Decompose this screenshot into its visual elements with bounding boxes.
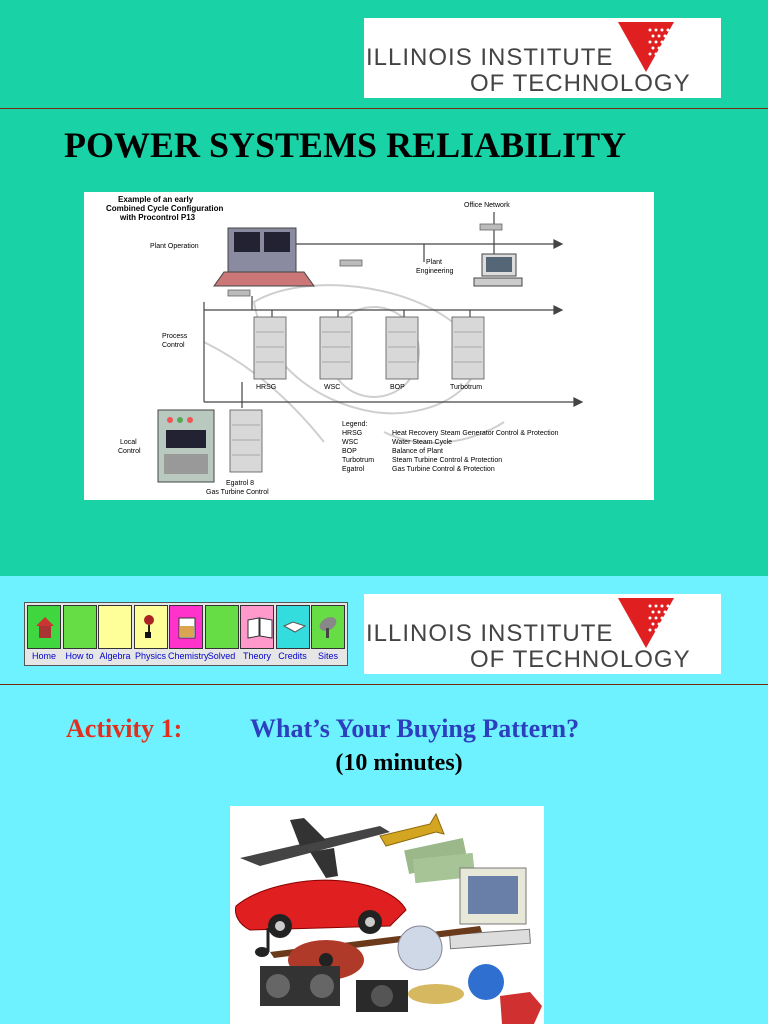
nav-button-theory[interactable] <box>240 605 274 649</box>
legend-desc-4: Steam Turbine Control & Protection <box>392 457 502 464</box>
rack-label-wsc: WSC <box>324 384 340 391</box>
nav-button-credits[interactable] <box>275 605 310 649</box>
activity-label: Activity 1: <box>66 714 183 743</box>
nav-label-physics[interactable]: Physics <box>134 651 166 661</box>
logo-mark-icon <box>618 22 674 72</box>
handshake-icon <box>282 614 306 640</box>
plant-engineering-label-2: Engineering <box>416 268 453 275</box>
logo-line-1: ILLINOIS INSTITUTE <box>366 44 614 71</box>
algebra-icon <box>105 614 125 640</box>
nav-button-how-to[interactable] <box>62 605 97 649</box>
shopping-items-collage <box>230 806 544 1024</box>
slide2-divider <box>0 684 768 685</box>
hat-icon <box>408 984 464 1004</box>
control-system-diagram: Example of an early Combined Cycle Confi… <box>84 192 654 500</box>
music-note-icon <box>255 928 270 957</box>
office-network-label: Office Network <box>464 202 510 209</box>
legend-title: Legend: <box>342 421 367 428</box>
stereo-icon <box>260 966 340 1006</box>
nav-label-solved[interactable]: Solved <box>207 651 236 661</box>
legend-desc-1: Heat Recovery Steam Generator Control & … <box>392 430 559 437</box>
iit-logo-2: ILLINOIS INSTITUTE OF TECHNOLOGY <box>364 594 721 674</box>
logo-line-2: OF TECHNOLOGY <box>470 70 691 97</box>
diagram-heading-1: Example of an early <box>118 195 194 204</box>
computer-icon <box>449 867 531 950</box>
how-to-icon <box>70 614 90 640</box>
satellite-dish-icon <box>318 614 338 640</box>
nav-label-algebra[interactable]: Algebra <box>99 651 131 661</box>
nav-button-chemistry[interactable] <box>169 605 203 649</box>
legend-abbr-4: Turbotrum <box>342 457 374 464</box>
activity-question: What’s Your Buying Pattern? <box>250 714 580 743</box>
diagram-heading-3: with Procontrol P13 <box>119 213 196 222</box>
process-control-label-2: Control <box>162 342 185 349</box>
nav-button-sites[interactable] <box>311 605 345 649</box>
rack-label-hrsg: HRSG <box>256 384 276 391</box>
slide-power-systems: ILLINOIS INSTITUTE OF TECHNOLOGY POWER S… <box>0 18 768 500</box>
nav-label-home[interactable]: Home <box>31 651 56 661</box>
logo-mark-icon <box>618 598 674 648</box>
legend-desc-2: Water Steam Cycle <box>392 439 452 446</box>
egatrol-label-1: Egatrol 8 <box>226 480 254 487</box>
local-control-label-2: Control <box>118 448 141 455</box>
legend-abbr-2: WSC <box>342 439 358 446</box>
legend-abbr-1: HRSG <box>342 430 362 437</box>
physics-icon <box>141 614 161 640</box>
nav-button-solved[interactable] <box>204 605 239 649</box>
local-control-label-1: Local <box>120 439 137 446</box>
legend-desc-5: Gas Turbine Control & Protection <box>392 466 495 473</box>
globe-icon <box>468 964 504 1000</box>
house-icon <box>34 614 54 640</box>
flask-icon <box>176 614 196 640</box>
slide1-divider <box>0 108 768 109</box>
nav-label-chemistry[interactable]: Chemistry <box>168 651 209 661</box>
nav-label-credits[interactable]: Credits <box>278 651 307 661</box>
diagram-heading-2: Combined Cycle Configuration <box>106 204 223 213</box>
car-icon <box>235 879 407 938</box>
activity-duration: (10 minutes) <box>335 750 463 776</box>
legend-abbr-3: BOP <box>342 448 357 455</box>
plant-operation-label: Plant Operation <box>150 243 199 250</box>
nav-label-sites[interactable]: Sites <box>317 651 338 661</box>
book-icon <box>247 614 273 640</box>
airplane-icon <box>240 818 390 878</box>
rack-label-bop: BOP <box>390 384 405 391</box>
page-title: POWER SYSTEMS RELIABILITY <box>64 125 627 165</box>
legend-desc-3: Balance of Plant <box>392 448 443 455</box>
nav-button-physics[interactable] <box>133 605 168 649</box>
nav-label-theory[interactable]: Theory <box>242 651 271 661</box>
camera-icon <box>356 980 408 1012</box>
egatrol-label-2: Gas Turbine Control <box>206 489 269 496</box>
solved-icon <box>212 614 232 640</box>
trumpet-icon <box>379 812 445 847</box>
cd-icon <box>397 925 443 971</box>
nav-label-how-to[interactable]: How to <box>65 651 94 661</box>
shirt-icon <box>500 992 542 1024</box>
logo-line-2: OF TECHNOLOGY <box>470 646 691 673</box>
iit-logo: ILLINOIS INSTITUTE OF TECHNOLOGY <box>364 18 721 98</box>
nav-button-home[interactable] <box>27 605 61 649</box>
logo-line-1: ILLINOIS INSTITUTE <box>366 620 614 647</box>
plant-engineering-label-1: Plant <box>426 259 442 266</box>
process-control-label-1: Process <box>162 333 188 340</box>
rack-label-turbotrum: Turbotrum <box>450 384 482 391</box>
nav-button-algebra[interactable] <box>98 605 132 649</box>
legend-abbr-5: Egatrol <box>342 466 365 473</box>
